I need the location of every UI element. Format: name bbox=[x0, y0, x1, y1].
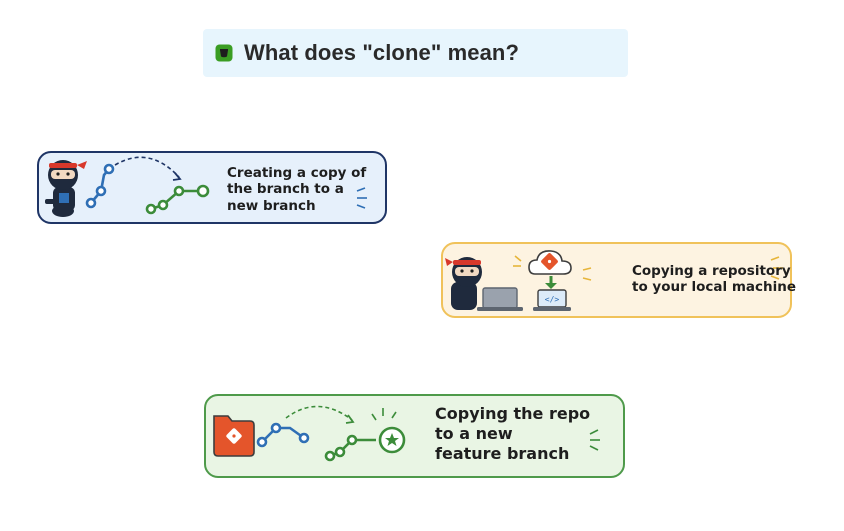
dashed-arrow-icon bbox=[285, 405, 353, 421]
laptop-icon bbox=[477, 287, 523, 311]
repo-feature-branch-illustration bbox=[213, 405, 600, 462]
sparkle-icon bbox=[371, 408, 600, 451]
cloud-git-icon bbox=[528, 250, 572, 275]
answer-option-c[interactable]: Copying the repo to a new feature branch bbox=[204, 394, 625, 478]
question-title: What does "clone" mean? bbox=[244, 40, 519, 65]
answer-option-b[interactable]: </> Copying a repository to your local m… bbox=[441, 242, 796, 318]
sparkle-icon bbox=[513, 255, 783, 281]
green-branch-icon bbox=[324, 426, 406, 462]
star-icon bbox=[385, 433, 399, 446]
sparkle-icon bbox=[356, 187, 367, 209]
answer-option-a[interactable]: Creating a copy of the branch to a new b… bbox=[37, 151, 387, 224]
green-branch-icon bbox=[145, 184, 210, 215]
ninja-branch-illustration bbox=[45, 156, 367, 217]
option-a-label: Creating a copy of the branch to a new b… bbox=[227, 165, 367, 214]
blue-branch-icon bbox=[85, 163, 115, 209]
quiz-badge-icon bbox=[215, 44, 233, 62]
ninja-icon bbox=[445, 257, 482, 310]
code-laptop-icon: </> bbox=[533, 289, 571, 311]
option-b-label: Copying a repository to your local machi… bbox=[632, 263, 796, 296]
blue-branch-icon bbox=[256, 422, 310, 448]
git-folder-icon bbox=[213, 415, 255, 457]
dashed-arrow-icon bbox=[114, 156, 180, 178]
question-header: What does "clone" mean? bbox=[203, 29, 628, 77]
ninja-laptop-illustration: </> bbox=[445, 250, 783, 311]
option-c-label: Copying the repo to a new feature branch bbox=[435, 404, 591, 463]
download-arrow-icon bbox=[545, 276, 557, 289]
ninja-icon bbox=[45, 160, 87, 217]
svg-text:</>: </> bbox=[545, 295, 560, 304]
